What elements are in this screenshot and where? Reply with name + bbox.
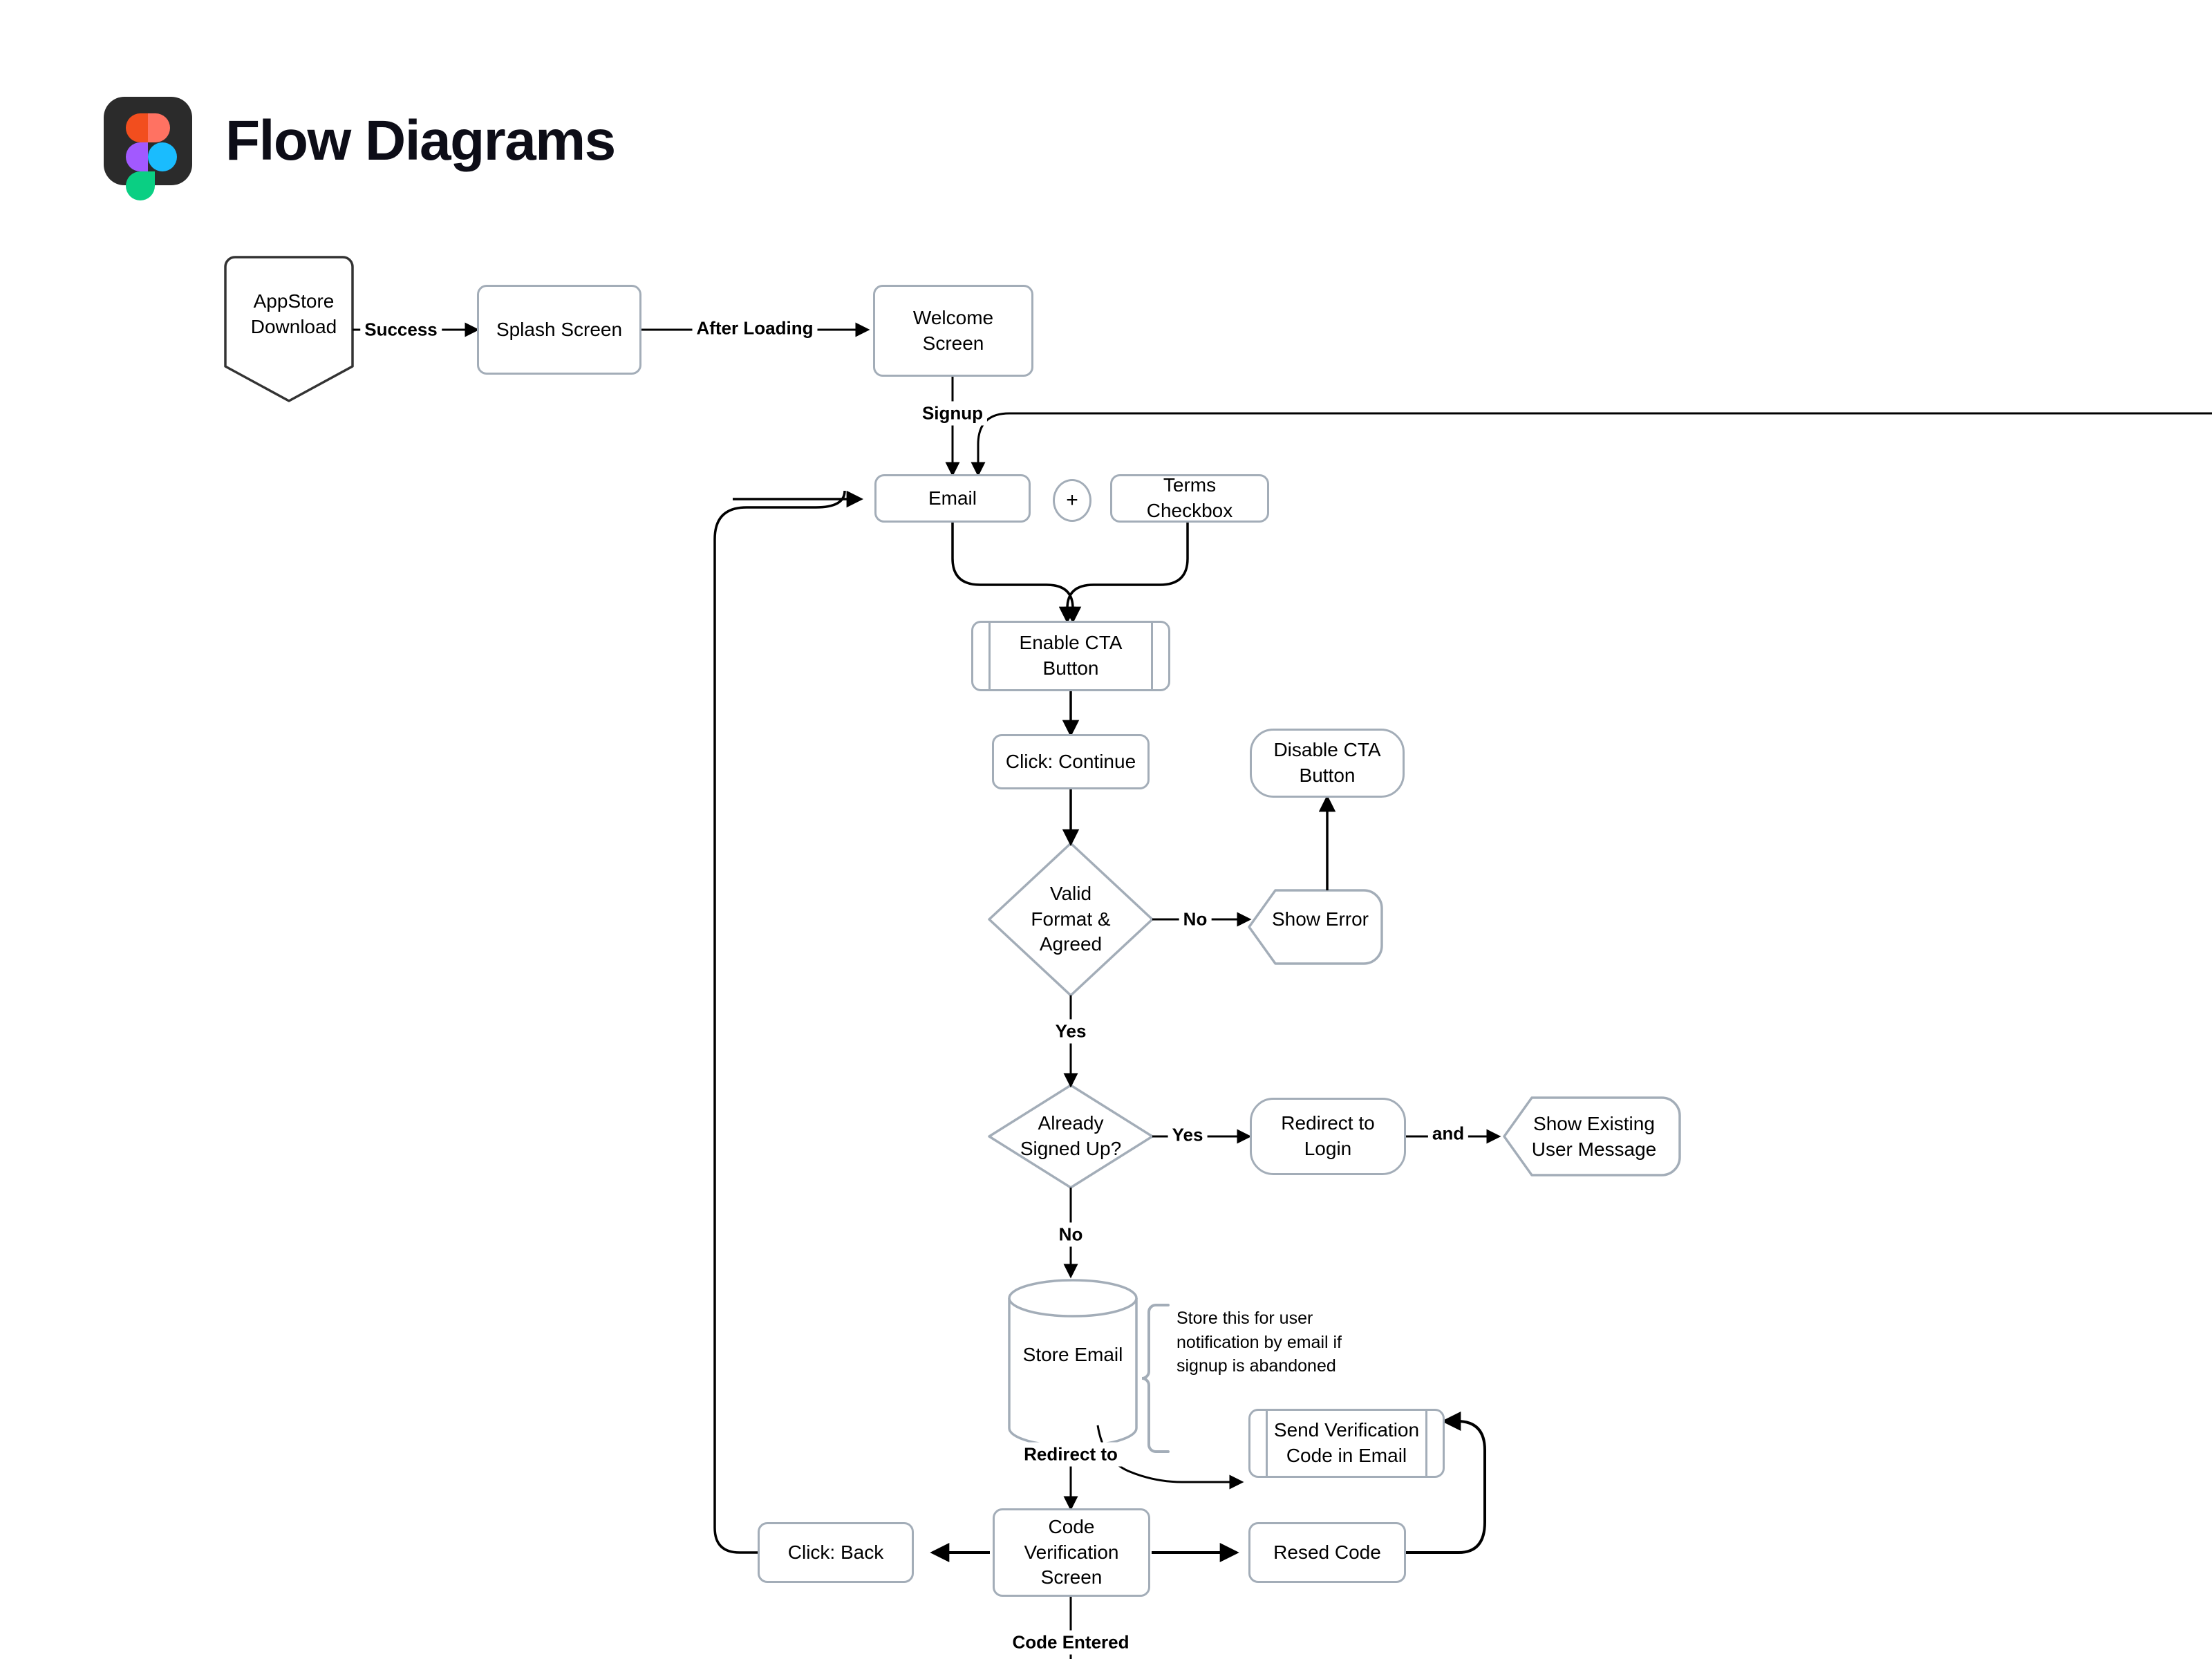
edge-label-no-valid-format: No (1179, 907, 1212, 932)
annotation-store-email-note: Store this for user notification by emai… (1177, 1309, 1342, 1376)
node-disable-cta-button[interactable]: Disable CTA Button (1250, 729, 1405, 798)
node-redirect-to-login[interactable]: Redirect to Login (1250, 1098, 1406, 1175)
edge-label-signup: Signup (917, 401, 988, 426)
edge-label-and: and (1427, 1121, 1469, 1146)
node-label-resed-code: Resed Code (1273, 1541, 1381, 1563)
page-title: Flow Diagrams (225, 109, 616, 172)
node-label-send-code: Send Verification Code in Email (1273, 1419, 1420, 1466)
node-label-click-back: Click: Back (787, 1541, 884, 1563)
node-shape-showerror (1248, 889, 1383, 965)
edge-label-redirect-to: Redirect to (1020, 1442, 1122, 1467)
edge-label-success: Success (360, 317, 442, 342)
plus-connector-icon: + (1053, 479, 1091, 522)
node-welcome[interactable]: Welcome Screen (873, 285, 1033, 377)
plus-label: + (1066, 489, 1078, 512)
node-code-verification-screen[interactable]: Code Verification Screen (993, 1508, 1150, 1597)
node-terms[interactable]: Terms Checkbox (1110, 474, 1269, 523)
annotation-brace (1141, 1304, 1170, 1453)
node-label-splash: Splash Screen (496, 318, 623, 340)
node-shape-showexist (1503, 1096, 1681, 1177)
page-header: Flow Diagrams (104, 97, 616, 200)
edge-label-code-entered: Code Entered (1008, 1630, 1134, 1655)
node-email[interactable]: Email (874, 474, 1031, 523)
node-label-click-continue: Click: Continue (1005, 750, 1136, 772)
node-label-terms: Terms Checkbox (1146, 474, 1233, 521)
node-shape-appstore (224, 256, 354, 402)
edge-label-yes-valid-format: Yes (1051, 1019, 1091, 1044)
edge-label-yes-already-signed-up: Yes (1168, 1123, 1208, 1147)
node-label-email: Email (928, 487, 977, 509)
edge-label-no-already-signed-up: No (1054, 1222, 1087, 1247)
node-shape-validfmt (988, 842, 1154, 997)
node-shape-alreadysu (988, 1084, 1154, 1189)
node-enable-cta-button[interactable]: Enable CTA Button (971, 621, 1170, 691)
node-label-code-verification: Code Verification Screen (1024, 1515, 1119, 1588)
node-resed-code[interactable]: Resed Code (1248, 1522, 1406, 1583)
node-splash[interactable]: Splash Screen (477, 285, 641, 375)
node-click-continue[interactable]: Click: Continue (992, 734, 1150, 789)
node-send-verification-code[interactable]: Send Verification Code in Email (1248, 1409, 1445, 1478)
node-label-welcome: Welcome Screen (912, 306, 994, 354)
node-label-enable-cta: Enable CTA Button (1019, 632, 1123, 679)
node-label-redirect-login: Redirect to Login (1281, 1112, 1375, 1159)
edge-label-after-loading: After Loading (692, 316, 818, 341)
node-label-disable-cta: Disable CTA Button (1273, 739, 1381, 786)
node-shape-storeemail (1008, 1279, 1138, 1447)
node-click-back[interactable]: Click: Back (758, 1522, 914, 1583)
figma-logo-icon (104, 97, 192, 200)
